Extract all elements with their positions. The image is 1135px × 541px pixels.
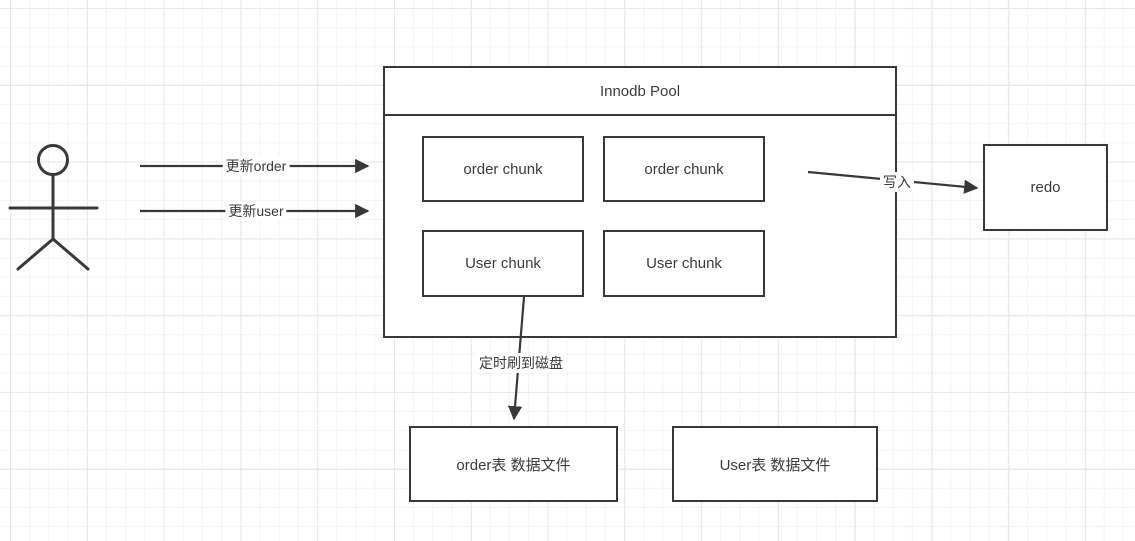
- user-chunk-label: User chunk: [646, 255, 722, 272]
- user-chunk-box-2: User chunk: [603, 230, 765, 297]
- actor-leg-left: [16, 237, 55, 271]
- user-chunk-box-1: User chunk: [422, 230, 584, 297]
- arrow-label-write-redo: 写入: [880, 172, 914, 192]
- order-chunk-box-2: order chunk: [603, 136, 765, 202]
- user-actor-figure: [8, 144, 99, 271]
- actor-leg-right: [51, 237, 90, 271]
- user-chunk-label: User chunk: [465, 255, 541, 272]
- order-chunk-label: order chunk: [463, 160, 543, 178]
- innodb-pool-title: Innodb Pool: [385, 68, 895, 116]
- arrow-label-flush-to-disk: 定时刷到磁盘: [476, 353, 566, 373]
- innodb-pool-container: Innodb Pool order chunk order chunk User…: [383, 66, 897, 338]
- order-chunk-box-1: order chunk: [422, 136, 584, 202]
- actor-head: [37, 144, 69, 176]
- redo-label: redo: [1030, 179, 1061, 196]
- arrow-label-update-order: 更新order: [222, 156, 290, 176]
- order-table-file-label: order表 数据文件: [456, 456, 571, 474]
- user-table-file-label: User表 数据文件: [719, 456, 831, 474]
- redo-log-box: redo: [983, 144, 1108, 231]
- order-table-file-box: order表 数据文件: [409, 426, 618, 502]
- user-table-file-box: User表 数据文件: [672, 426, 878, 502]
- arrow-label-update-user: 更新user: [225, 201, 287, 221]
- order-chunk-label: order chunk: [644, 160, 724, 178]
